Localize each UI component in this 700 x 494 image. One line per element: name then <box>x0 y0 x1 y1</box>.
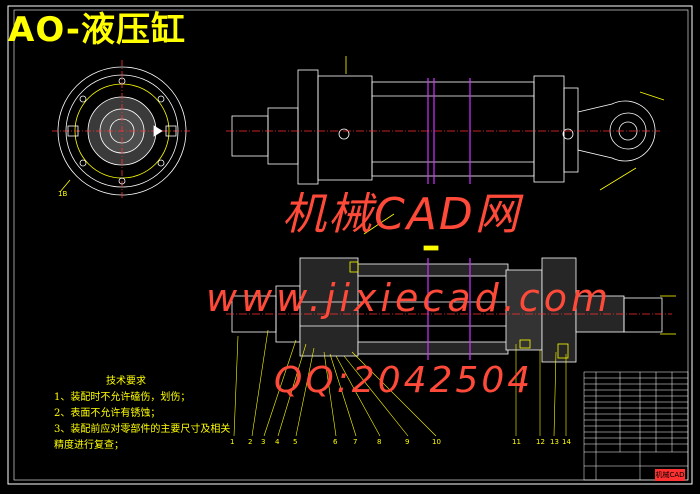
tech-note-line: 精度进行复查； <box>54 440 124 451</box>
part-number: 13 <box>550 438 559 446</box>
end-view <box>52 60 192 200</box>
part-number-list: 1 2 3 4 5 6 7 8 9 10 11 12 13 14 <box>230 438 571 446</box>
part-number: 4 <box>275 438 280 446</box>
part-number: 10 <box>432 438 441 446</box>
cylinder-section-view <box>226 213 676 363</box>
part-number: 8 <box>377 438 381 446</box>
part-number: 6 <box>333 438 338 446</box>
tech-note-line: 2、表面不允许有锈蚀； <box>54 408 161 419</box>
part-leaders <box>233 329 567 437</box>
title-block <box>583 371 689 481</box>
tech-notes-heading: 技术要求 <box>106 376 146 387</box>
technical-requirements: 技术要求 1、装配时不允许磕伤，划伤； 2、表面不允许有锈蚀； 3、装配前应对零… <box>54 374 230 454</box>
watermark-url: www.jixiecad.com <box>206 276 612 320</box>
watermark-qq: QQ:2042504 <box>274 360 534 401</box>
part-number: 7 <box>353 438 357 446</box>
drawing-frame <box>7 5 693 485</box>
tech-note-line: 1、装配时不允许磕伤，划伤； <box>54 392 191 403</box>
section-label: 1B <box>58 190 67 198</box>
cylinder-external-view <box>226 56 665 191</box>
part-number: 12 <box>536 438 545 446</box>
part-number: 5 <box>293 438 297 446</box>
part-number: 1 <box>230 438 234 446</box>
drawing-title: AO-液压缸 <box>8 10 186 50</box>
part-number: 9 <box>405 438 409 446</box>
part-number: 3 <box>261 438 265 446</box>
drawing-inner-frame <box>13 9 689 481</box>
watermark-site-name: 机械CAD网 <box>282 189 521 240</box>
part-number: 11 <box>512 438 521 446</box>
part-number: 2 <box>248 438 252 446</box>
tech-note-line: 3、装配前应对零部件的主要尺寸及相关 <box>54 424 231 435</box>
title-block-stamp: 机械CAD <box>655 469 685 481</box>
part-number: 14 <box>562 438 571 446</box>
